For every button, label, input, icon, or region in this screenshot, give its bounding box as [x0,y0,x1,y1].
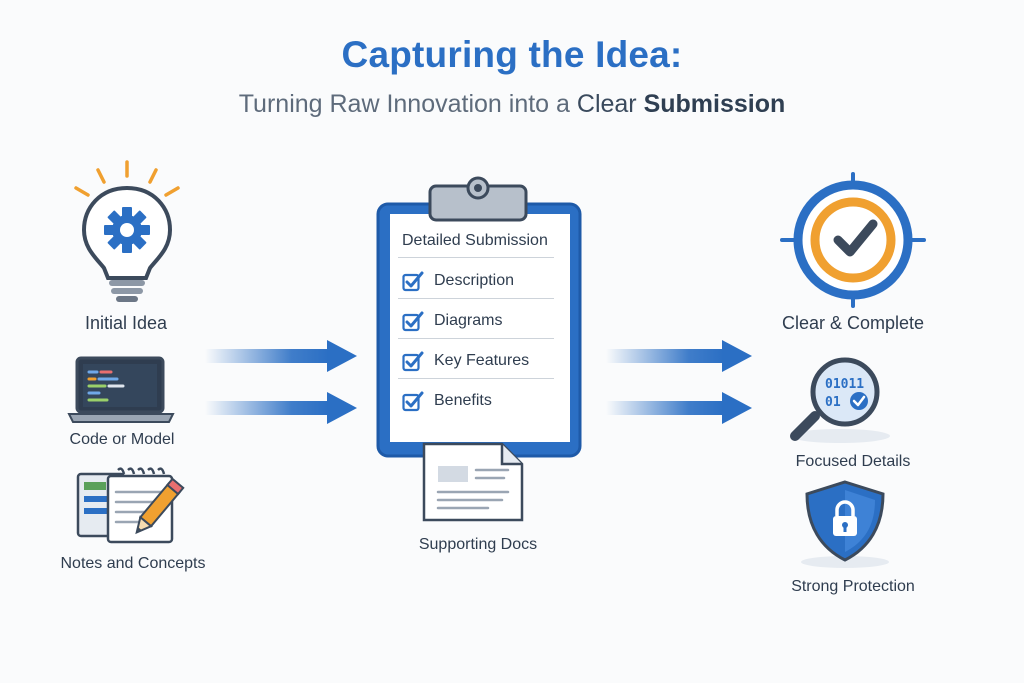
divider [398,378,554,379]
checkbox-checked-icon [402,351,424,373]
arrow-right-icon [205,338,360,374]
checklist-item-label: Key Features [434,352,529,370]
laptop-code-icon [67,356,175,424]
subtitle-clear: Clear [577,90,637,118]
document-stack-icon [418,434,538,526]
checklist-item: Benefits [402,390,552,416]
checkbox-checked-icon [402,391,424,413]
arrow-right-icon [606,390,756,426]
divider [398,338,554,339]
initial-idea-label: Initial Idea [56,313,196,334]
focused-details-label: Focused Details [773,453,933,471]
checklist-item-label: Description [434,272,514,290]
clear-complete-label: Clear & Complete [773,313,933,334]
supporting-docs-label: Supporting Docs [398,536,558,554]
checkbox-checked-icon [402,311,424,333]
strong-protection-label: Strong Protection [763,578,943,596]
divider [398,298,554,299]
divider [398,257,554,258]
lightbulb-gear-icon [64,158,190,304]
subtitle-submission: Submission [644,90,786,118]
checklist-item: Key Features [402,350,552,376]
checklist-item-label: Benefits [434,392,492,410]
arrow-right-icon [606,338,756,374]
binary-digits: 01011 [825,377,864,392]
checklist-item-label: Diagrams [434,312,502,330]
code-or-model-label: Code or Model [52,431,192,449]
checklist-item: Diagrams [402,310,552,336]
notepad-pencil-icon [74,466,196,546]
checkbox-checked-icon [402,271,424,293]
target-check-icon [778,170,928,310]
checklist-item: Description [402,270,552,296]
subtitle-text: Turning Raw Innovation into a [239,90,577,118]
arrow-right-icon [205,390,360,426]
page-subtitle: Turning Raw Innovation into a Clear Subm… [0,90,1024,119]
binary-digits: 01 [825,395,841,410]
magnifier-binary-icon: 01011 01 [785,356,895,446]
notes-and-concepts-label: Notes and Concepts [48,555,218,573]
clipboard-title: Detailed Submission [402,232,548,250]
page-title: Capturing the Idea: [0,34,1024,76]
shield-lock-icon [795,478,895,570]
